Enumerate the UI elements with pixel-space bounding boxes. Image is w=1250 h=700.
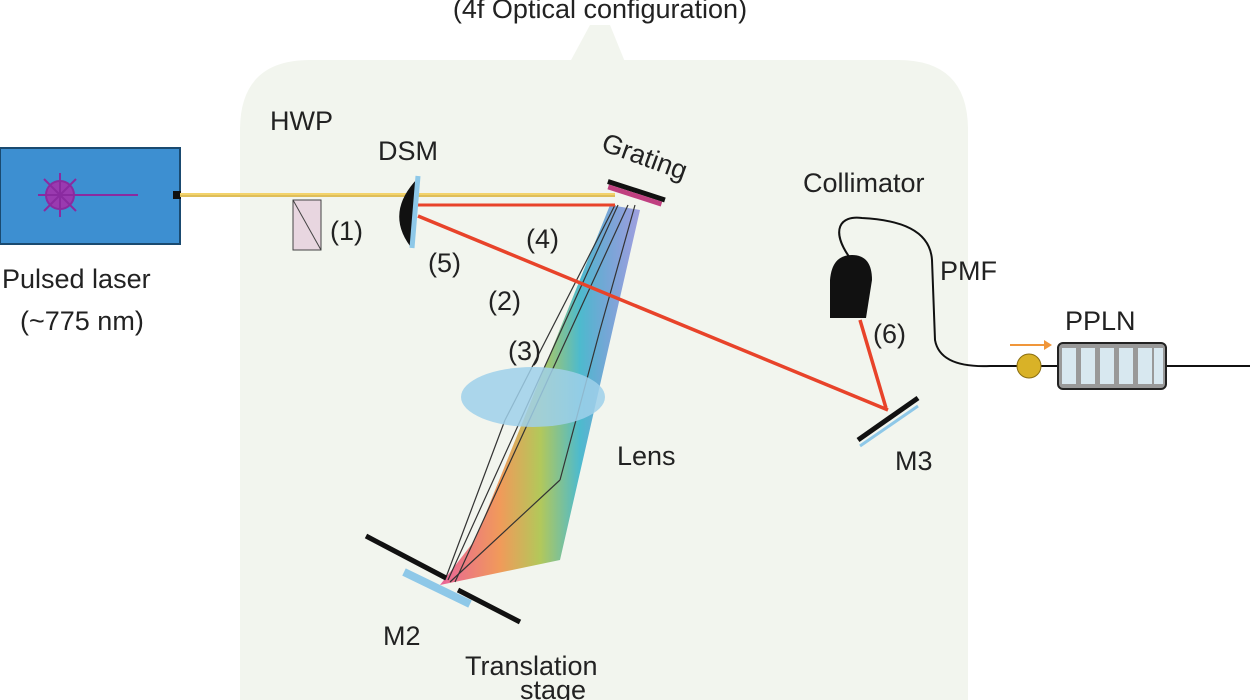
pmf-label: PMF (940, 256, 997, 286)
collimator (830, 255, 872, 318)
m3-mirror (856, 395, 920, 443)
lens-label: Lens (617, 441, 676, 471)
step-5-label: (5) (428, 248, 461, 278)
pm-fiber (838, 216, 1018, 368)
step-6-label: (6) (873, 319, 906, 349)
m2-mirror (402, 568, 472, 608)
laser-label: Pulsed laser (2, 264, 151, 294)
wavelength-label: (~775 nm) (20, 306, 144, 336)
ppln-crystal (1057, 342, 1167, 390)
grating (607, 179, 666, 207)
step-3-label: (3) (508, 336, 541, 366)
panel-title: (4f Optical configuration) (453, 0, 747, 24)
translation-stage (364, 533, 448, 581)
fiber-connector (1016, 353, 1042, 379)
stage-label: stage (520, 675, 586, 700)
step-4-label: (4) (526, 224, 559, 254)
step-1-label: (1) (330, 216, 363, 246)
m2-label: M2 (383, 621, 421, 651)
laser-pulse-icon (38, 173, 138, 217)
beam-6 (858, 319, 888, 409)
m3-label: M3 (895, 446, 933, 476)
hwp-label: HWP (270, 106, 333, 136)
dsm-label: DSM (378, 136, 438, 166)
step-2-label: (2) (488, 286, 521, 316)
lens (461, 367, 605, 427)
pulsed-laser (0, 147, 181, 245)
half-wave-plate (292, 199, 322, 251)
ppln-label: PPLN (1065, 306, 1136, 336)
translation-label: Translation (465, 651, 598, 681)
dsm-mirror (399, 175, 421, 249)
4f-configuration-panel (240, 25, 968, 700)
beam-5 (417, 214, 889, 412)
collimator-label: Collimator (803, 168, 925, 198)
